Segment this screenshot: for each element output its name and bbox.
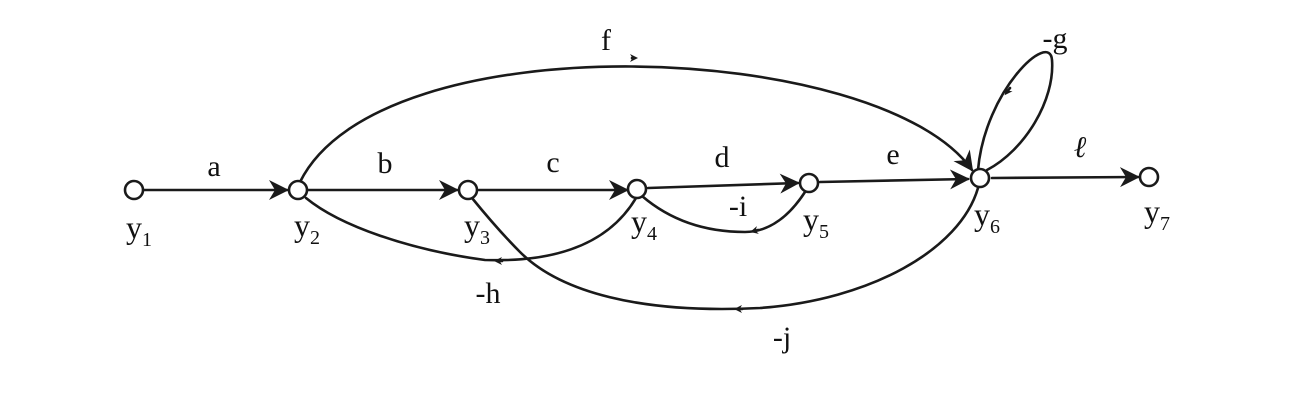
branch-y1-y2: a <box>142 150 289 200</box>
gain-label: -h <box>476 277 501 310</box>
node-circle <box>626 178 648 200</box>
branch-y6-y7: ℓ <box>990 131 1140 188</box>
node-y7: y7 <box>1138 166 1170 235</box>
node-circle <box>969 167 991 189</box>
branch-path <box>470 186 980 311</box>
branch-path <box>298 65 974 184</box>
gain-label: -g <box>1043 22 1068 55</box>
branch-path <box>640 190 807 234</box>
branch-y3-y4: c <box>477 146 629 200</box>
branch-path <box>990 167 1140 188</box>
branch-y6-y3: -j <box>470 186 980 354</box>
gain-label: ℓ <box>1074 131 1087 164</box>
node-y1: y1 <box>123 179 152 251</box>
node-label: y5 <box>803 201 829 243</box>
branch-y5-y6: e <box>818 138 970 190</box>
node-circle <box>798 172 820 194</box>
branch-y4-y2: -h <box>304 196 638 310</box>
node-label: y6 <box>974 196 1000 238</box>
branch-path <box>304 196 638 262</box>
branch-y5-y4: -i <box>640 190 807 234</box>
branch-mid-arrow <box>750 226 760 234</box>
branch-y2-y6: f <box>298 24 974 184</box>
gain-label: -j <box>773 321 791 354</box>
node-circle <box>457 179 479 201</box>
gain-label: d <box>715 141 730 174</box>
gain-label: -i <box>729 190 747 223</box>
branch-path <box>646 173 800 194</box>
node-y3: y3 <box>457 179 490 249</box>
node-y2: y2 <box>287 179 320 249</box>
branch-path <box>976 50 1054 172</box>
gain-label: f <box>601 24 611 57</box>
node-label: y1 <box>126 209 152 251</box>
gain-label: c <box>546 146 559 179</box>
gain-label: a <box>207 150 220 183</box>
node-label: y4 <box>631 203 657 245</box>
node-y4: y4 <box>626 178 657 245</box>
branch-y4-y5: d <box>646 141 800 194</box>
node-circle <box>123 179 145 201</box>
branch-y2-y3: b <box>306 147 459 200</box>
node-label: y2 <box>294 207 320 249</box>
node-circle <box>1138 166 1160 188</box>
branch-y6-self-loop: -g <box>976 22 1068 172</box>
node-label: y3 <box>464 207 490 249</box>
gain-label: b <box>378 147 393 180</box>
branch-mid-arrow <box>1004 86 1013 96</box>
branch-path <box>818 169 970 190</box>
node-label: y7 <box>1144 193 1170 235</box>
gain-label: e <box>886 138 899 171</box>
node-circle <box>287 179 309 201</box>
node-y5: y5 <box>798 172 829 243</box>
node-y6: y6 <box>969 167 1000 238</box>
